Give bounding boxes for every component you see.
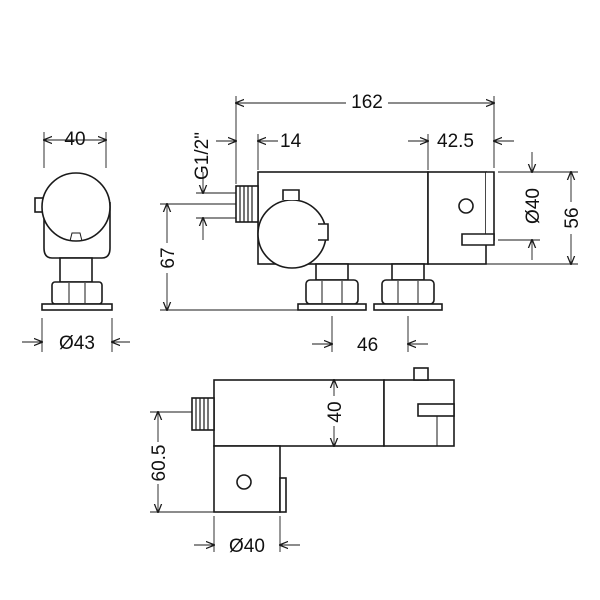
front-height-label: 67 <box>158 247 179 268</box>
front-view: 162 14 42.5 G1/2" 67 Ø40 56 <box>157 88 583 356</box>
front-housing-hole <box>458 198 474 214</box>
side-handle-notch <box>69 232 83 242</box>
side-view: 40 Ø43 <box>22 129 130 354</box>
side-handle <box>41 172 111 242</box>
plan-view: 40 60.5 Ø40 <box>147 367 455 557</box>
plan-body <box>213 379 385 447</box>
front-leg-left-plate <box>297 303 367 311</box>
plan-outlet-hole <box>236 474 252 490</box>
plan-thread-inlet <box>191 397 215 431</box>
plan-outlet-diameter-label: Ø40 <box>229 536 265 557</box>
front-leg-right-neck <box>391 263 425 281</box>
front-leg-right-plate <box>373 303 443 311</box>
plan-projection-label: 60.5 <box>149 445 170 482</box>
front-thread-label: G1/2" <box>192 132 213 180</box>
plan-depth-label: 40 <box>325 401 346 422</box>
plan-lever <box>417 403 455 417</box>
side-base-diameter-label: Ø43 <box>59 333 95 354</box>
plan-top-tab <box>413 367 429 381</box>
front-centres-label: 46 <box>357 335 378 356</box>
plan-outlet-flange <box>279 477 287 513</box>
side-neck <box>59 257 93 283</box>
front-handle <box>257 199 327 269</box>
side-base-plate <box>41 303 113 311</box>
front-handle-tab-top <box>282 189 300 200</box>
front-leg-right-nut <box>381 279 435 305</box>
front-length-label: 162 <box>351 92 383 113</box>
side-nut <box>51 281 103 305</box>
front-body-diameter-label: Ø40 <box>523 188 544 224</box>
front-body-height-label: 56 <box>562 207 583 228</box>
front-leg-left-nut <box>305 279 359 305</box>
front-thread-inlet <box>235 185 259 223</box>
side-width-label: 40 <box>64 129 85 150</box>
front-housing-lever <box>461 233 495 246</box>
front-right-housing <box>427 171 487 265</box>
front-leg-left-neck <box>315 263 349 281</box>
front-inlet-offset-label: 14 <box>280 131 302 152</box>
front-handle-tab-right <box>318 223 329 241</box>
front-handle-offset-label: 42.5 <box>437 131 474 152</box>
front-right-cap <box>486 171 495 241</box>
